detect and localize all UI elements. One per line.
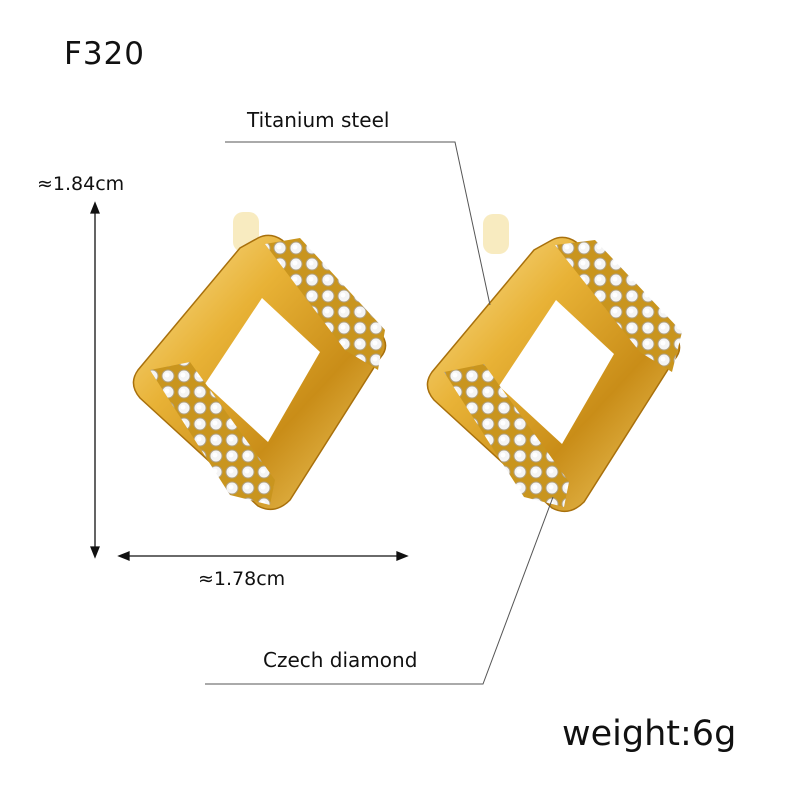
left-earring	[132, 212, 387, 511]
width-dimension-arrow	[117, 551, 409, 561]
width-label: ≈1.78cm	[198, 568, 286, 590]
product-code: F320	[64, 36, 146, 72]
right-earring	[426, 214, 682, 513]
material-label: Titanium steel	[247, 108, 390, 132]
stone-leader-line	[205, 496, 554, 685]
height-dimension-arrow	[90, 201, 100, 559]
weight-label: weight:6g	[562, 714, 737, 754]
height-label: ≈1.84cm	[37, 173, 125, 195]
stone-label: Czech diamond	[263, 648, 418, 672]
material-leader-line	[225, 141, 491, 306]
